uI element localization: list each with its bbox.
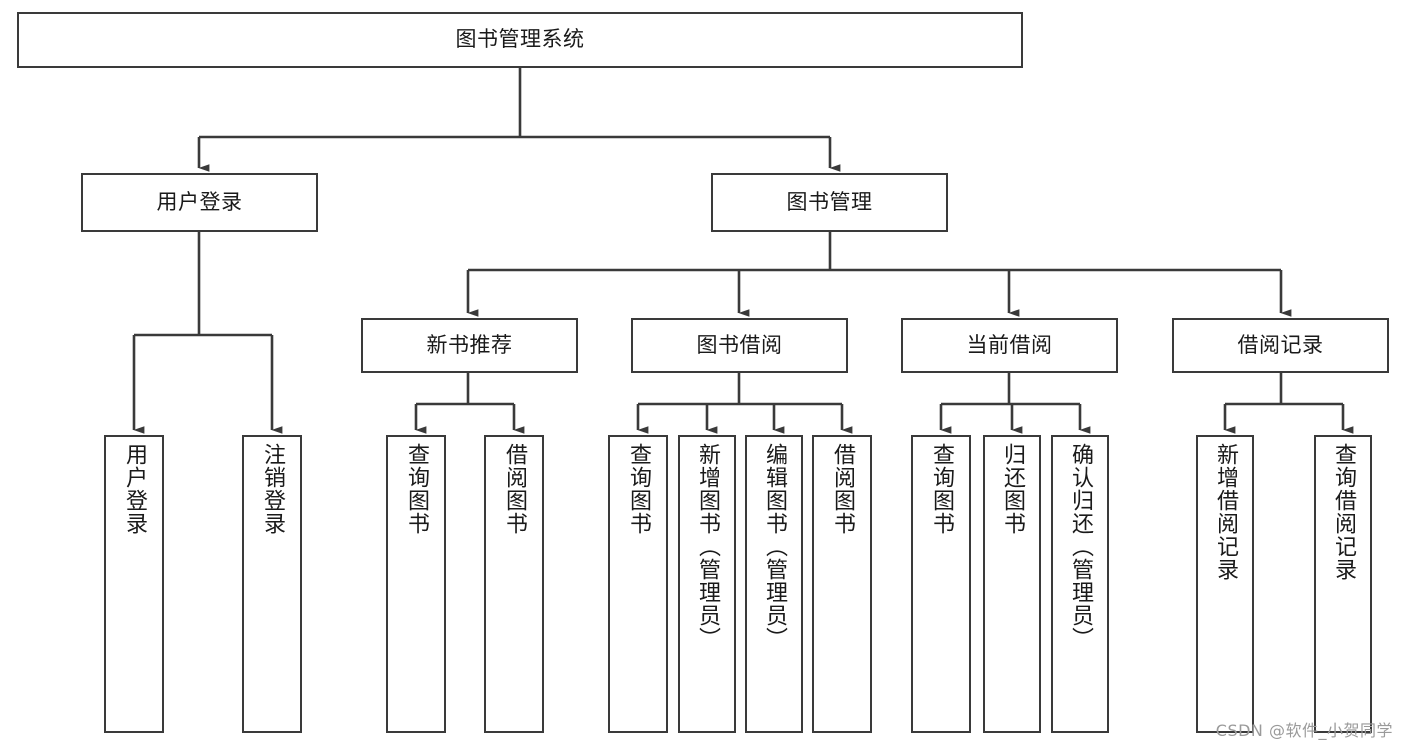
node-label: 图书借阅: [696, 332, 783, 357]
node-borrow-record[interactable]: 借阅记录: [1172, 318, 1389, 373]
node-label: 借阅图书: [501, 443, 527, 535]
node-book-management[interactable]: 图书管理: [711, 173, 948, 232]
node-label: 查询图书: [403, 443, 429, 535]
node-current-borrow[interactable]: 当前借阅: [901, 318, 1118, 373]
node-label: 当前借阅: [966, 332, 1053, 357]
leaf-return-book[interactable]: 归还图书: [983, 435, 1041, 733]
leaf-borrow-book-1[interactable]: 借阅图书: [484, 435, 544, 733]
node-label: 查询图书: [928, 443, 954, 535]
node-label: 查询借阅记录: [1330, 443, 1356, 581]
leaf-user-login[interactable]: 用户登录: [104, 435, 164, 733]
leaf-add-book-admin[interactable]: 新增图书（管理员）: [678, 435, 736, 733]
node-user-login[interactable]: 用户登录: [81, 173, 318, 232]
node-label: 借阅图书: [829, 443, 855, 535]
node-label: 注销登录: [259, 443, 285, 535]
leaf-add-borrow-record[interactable]: 新增借阅记录: [1196, 435, 1254, 733]
node-label: 用户登录: [121, 443, 147, 535]
node-label: 图书管理系统: [455, 27, 585, 52]
csdn-watermark: CSDN @软件_小贺同学: [1215, 721, 1393, 740]
node-label: 新书推荐: [426, 332, 513, 357]
leaf-confirm-return-admin[interactable]: 确认归还（管理员）: [1051, 435, 1109, 733]
node-label: 新增借阅记录: [1212, 443, 1238, 581]
node-label: 编辑图书（管理员）: [761, 443, 787, 650]
node-label: 图书管理: [786, 189, 873, 214]
leaf-edit-book-admin[interactable]: 编辑图书（管理员）: [745, 435, 803, 733]
leaf-query-book-1[interactable]: 查询图书: [386, 435, 446, 733]
leaf-logout-login[interactable]: 注销登录: [242, 435, 302, 733]
leaf-query-book-3[interactable]: 查询图书: [911, 435, 971, 733]
node-label: 新增图书（管理员）: [694, 443, 720, 650]
leaf-query-book-2[interactable]: 查询图书: [608, 435, 668, 733]
leaf-borrow-book-2[interactable]: 借阅图书: [812, 435, 872, 733]
node-label: 用户登录: [156, 189, 243, 214]
node-root-system[interactable]: 图书管理系统: [17, 12, 1023, 68]
node-label: 归还图书: [999, 443, 1025, 535]
leaf-query-borrow-record[interactable]: 查询借阅记录: [1314, 435, 1372, 733]
node-label: 查询图书: [625, 443, 651, 535]
node-book-borrow[interactable]: 图书借阅: [631, 318, 848, 373]
node-label: 借阅记录: [1237, 332, 1324, 357]
node-label: 确认归还（管理员）: [1067, 443, 1093, 650]
node-new-book-recommend[interactable]: 新书推荐: [361, 318, 578, 373]
